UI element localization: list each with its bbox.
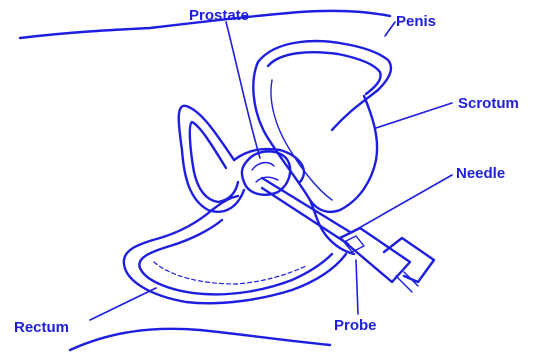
label-needle: Needle: [456, 165, 505, 182]
label-penis: Penis: [396, 13, 436, 30]
prostate-inner-left: [252, 163, 274, 170]
label-prostate: Prostate: [189, 7, 249, 24]
leader-probe: [356, 260, 358, 314]
leader-rectum: [90, 288, 156, 320]
prostate-gland: [242, 151, 290, 194]
rectum-wall-dashes: [154, 262, 306, 284]
probe-body: [340, 228, 410, 282]
leader-penis: [385, 22, 395, 36]
body-outline-bottom: [70, 329, 330, 350]
probe-handle-grip-2: [404, 272, 418, 286]
label-probe: Probe: [334, 317, 377, 334]
rectum-outline: [124, 210, 346, 303]
leader-scrotum: [376, 103, 452, 128]
penis-inner: [268, 52, 381, 94]
bladder-inner: [190, 122, 238, 202]
rectal-wall-connection: [212, 196, 238, 210]
rectum-inner: [139, 220, 332, 294]
label-rectum: Rectum: [14, 319, 69, 336]
leader-prostate: [226, 22, 260, 158]
needle-shaft-upper: [262, 178, 350, 232]
needle-shaft-lower: [262, 188, 348, 244]
label-scrotum: Scrotum: [458, 95, 519, 112]
